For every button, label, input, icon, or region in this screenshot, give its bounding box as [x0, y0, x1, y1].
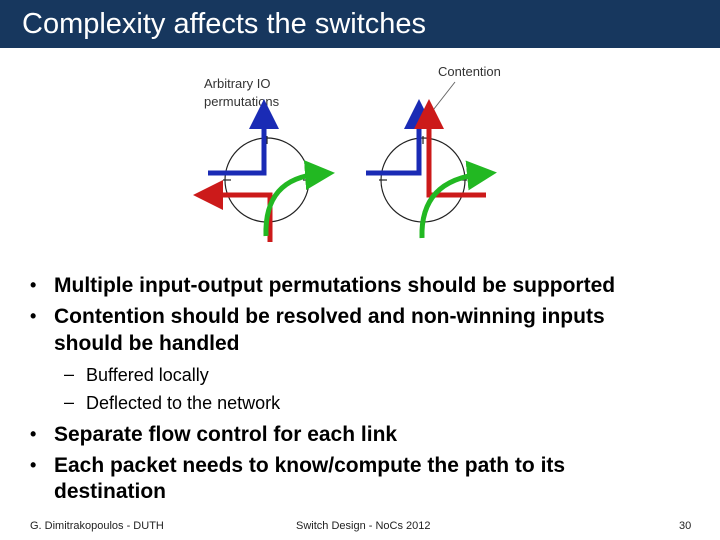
switch-diagram: Arbitrary IO permutations Contention: [193, 64, 501, 242]
switch-left: [193, 99, 335, 242]
slide-title: Complexity affects the switches: [22, 8, 427, 40]
switch-right-red-path: [414, 99, 486, 198]
switch-right-green-path: [419, 160, 497, 239]
bullet-text-continued: should be handled: [54, 332, 240, 355]
bullet-marker: •: [30, 455, 37, 475]
switch-left-blue-path: [208, 99, 279, 176]
bullet-text: Contention should be resolved and non-wi…: [54, 305, 605, 328]
bullet-text: Each packet needs to know/compute the pa…: [54, 454, 566, 477]
bullet-marker: •: [30, 275, 37, 295]
bullet-marker: •: [30, 306, 37, 326]
label-contention: Contention: [438, 64, 501, 79]
subbullet-marker: –: [64, 392, 75, 412]
switch-right-blue-path: [366, 99, 434, 176]
bullet-text-continued: destination: [54, 480, 167, 503]
title-bar: Complexity affects the switches: [0, 0, 720, 48]
subbullet-text: Buffered locally: [86, 365, 209, 385]
bullet-text: Multiple input-output permutations shoul…: [54, 274, 616, 297]
footer-page-number: 30: [679, 520, 692, 532]
subbullet-marker: –: [64, 364, 75, 384]
switch-left-green-path: [263, 160, 335, 237]
bullet-text: Separate flow control for each link: [54, 423, 398, 446]
switch-figure: Arbitrary IO permutations Contention: [190, 56, 530, 246]
label-arbitrary-io: Arbitrary IO: [204, 76, 270, 91]
bullet-marker: •: [30, 424, 37, 444]
switch-left-red-path: [193, 180, 273, 242]
footer-author: G. Dimitrakopoulos - DUTH: [30, 520, 164, 532]
subbullet-text: Deflected to the network: [86, 393, 281, 413]
footer-title: Switch Design - NoCs 2012: [296, 520, 431, 532]
switch-right: [366, 99, 497, 239]
